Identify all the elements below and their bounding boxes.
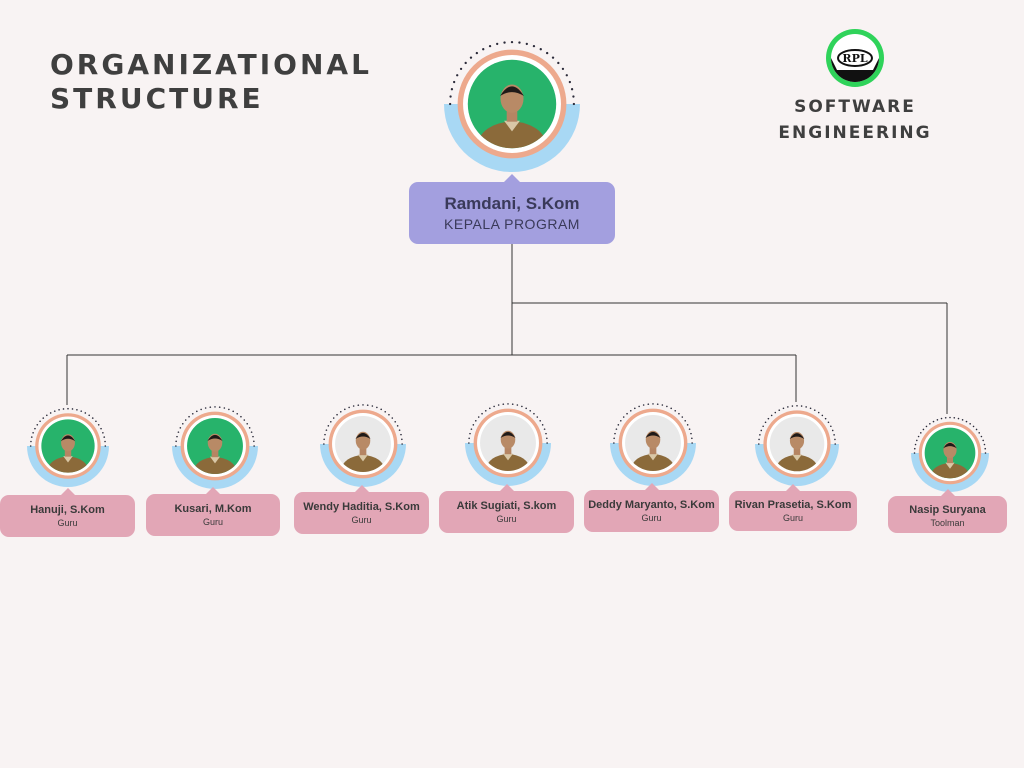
member-role: Guru (782, 513, 803, 523)
member-name: Atik Sugiati, S.kom (456, 500, 557, 512)
member-name: Rivan Prasetia, S.Kom (734, 499, 852, 511)
rpl-logo-icon: RPL (826, 29, 884, 87)
page-title: ORGANIZATIONAL STRUCTURE (50, 48, 372, 116)
head-card: Ramdani, S.Kom KEPALA PROGRAM (409, 174, 615, 244)
member-avatar (465, 400, 551, 486)
brand-block: RPL SOFTWARE ENGINEERING (770, 28, 940, 146)
member-name: Kusari, M.Kom (174, 503, 252, 515)
member-role: Guru (202, 517, 223, 527)
member-role: Guru (351, 515, 372, 525)
title-line-2: STRUCTURE (50, 82, 264, 115)
member-name: Nasip Suryana (909, 504, 986, 516)
member-card: Nasip Suryana Toolman (888, 489, 1007, 533)
head-name: Ramdani, S.Kom (444, 194, 580, 213)
member-card: Wendy Haditia, S.Kom Guru (294, 485, 429, 534)
logo-text: RPL (842, 52, 867, 65)
member-name: Deddy Maryanto, S.Kom (588, 499, 715, 511)
member-name: Hanuji, S.Kom (30, 504, 105, 516)
member-role: Guru (496, 514, 517, 524)
member-card: Rivan Prasetia, S.Kom Guru (729, 484, 857, 531)
title-line-1: ORGANIZATIONAL (50, 48, 372, 81)
member-card: Deddy Maryanto, S.Kom Guru (584, 483, 719, 532)
member-card: Atik Sugiati, S.kom Guru (439, 484, 574, 533)
brand-line-2: ENGINEERING (778, 123, 932, 143)
member-card: Hanuji, S.Kom Guru (0, 488, 135, 537)
member-card: Kusari, M.Kom Guru (146, 487, 280, 536)
member-avatar (320, 401, 406, 487)
head-role: KEPALA PROGRAM (444, 216, 580, 232)
member-avatar (610, 400, 696, 486)
member-role: Guru (641, 513, 662, 523)
member-name: Wendy Haditia, S.Kom (303, 501, 420, 513)
brand-line-1: SOFTWARE (794, 97, 916, 117)
member-avatar (27, 405, 109, 487)
member-avatar (172, 403, 258, 489)
member-avatar (911, 414, 989, 492)
head-avatar (444, 36, 580, 172)
member-avatar (755, 402, 839, 486)
brand-text: SOFTWARE ENGINEERING (770, 94, 940, 146)
member-role: Guru (57, 518, 78, 528)
member-role: Toolman (930, 518, 965, 528)
